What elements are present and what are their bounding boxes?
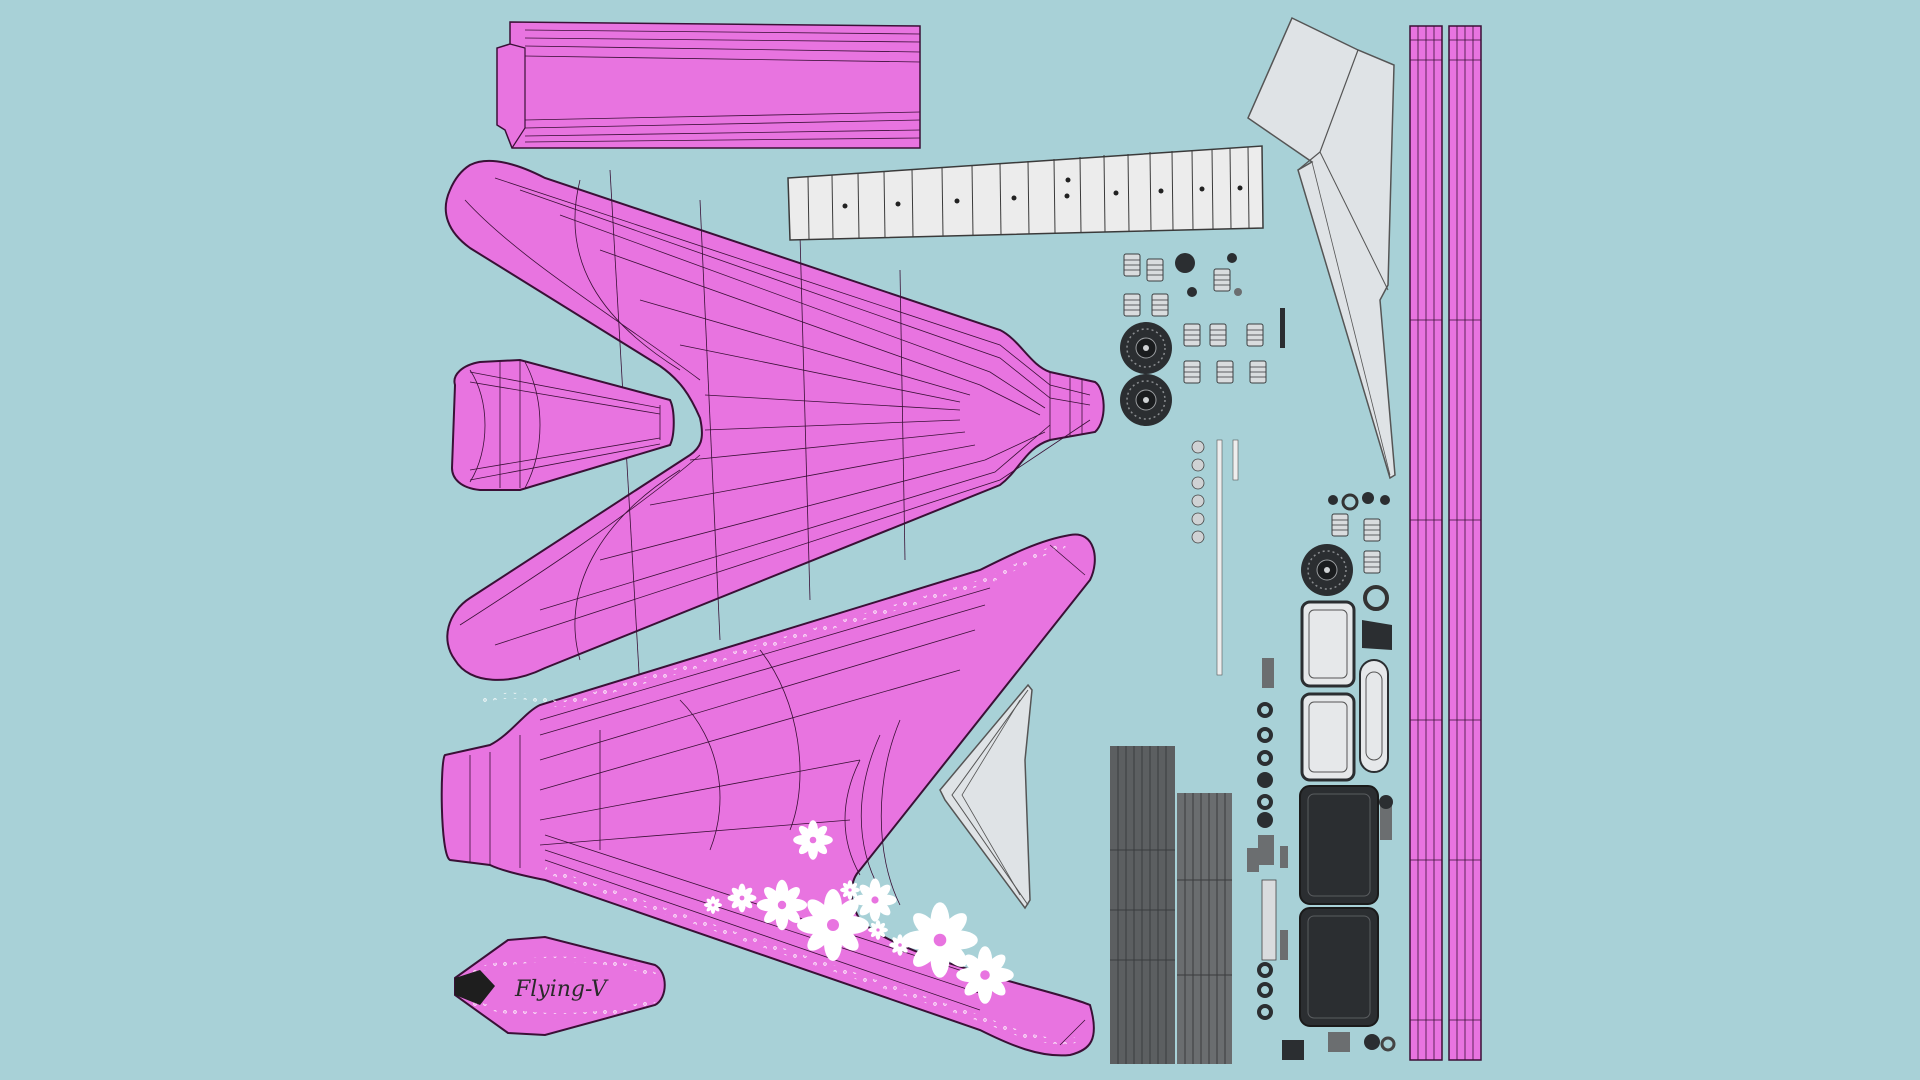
volume-knob-1 [1119,321,1173,375]
fretboard-island [787,145,1264,241]
hardware-cluster-right [1328,492,1392,650]
neck-side-island [496,21,921,149]
pickup-body-1 [1299,785,1379,905]
plate-island [1247,16,1396,480]
screw-strips [1191,439,1239,676]
pickup-cover-2 [1300,692,1356,782]
hardware-cluster-top [1123,253,1285,384]
string-bundle-strips [1110,746,1232,1064]
headstock-logo-text: Flying-V [514,977,609,1002]
neck-binding-strip-left [1409,25,1443,1061]
body-back-island [444,159,1105,691]
neck-binding-strip-right [1448,25,1482,1061]
hardware-column [1247,658,1288,1020]
tone-knob [1300,543,1354,597]
bottom-small-parts [1282,795,1396,1060]
cavity-cover-island [450,358,675,491]
headstock-face-island: Flying-V [454,935,666,1037]
body-front-island [440,533,1096,1057]
truss-cover-island [939,683,1033,910]
pickup-body-2 [1299,907,1379,1027]
switch-ring [1359,659,1389,773]
volume-knob-2 [1119,373,1173,427]
pickup-cover-1 [1300,600,1356,688]
